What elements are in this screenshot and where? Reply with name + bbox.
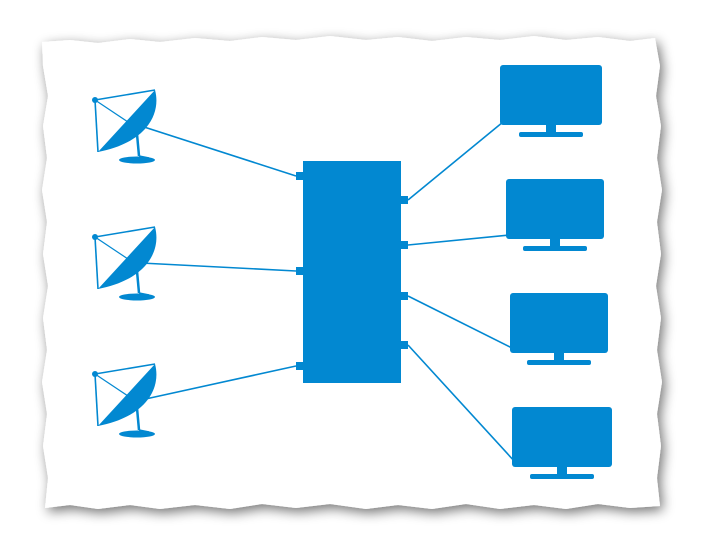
monitor-stand bbox=[527, 360, 591, 365]
connection-line bbox=[140, 125, 297, 177]
monitor-icon bbox=[500, 65, 602, 137]
monitor-stand bbox=[530, 474, 594, 479]
feed-horn bbox=[92, 97, 98, 103]
monitor-stand bbox=[523, 246, 587, 251]
monitor-neck bbox=[546, 125, 556, 133]
dish-arm bbox=[94, 236, 99, 290]
central-unit-group bbox=[296, 161, 408, 383]
monitor-screen bbox=[500, 65, 602, 125]
feed-horn bbox=[92, 234, 98, 240]
monitor-neck bbox=[554, 353, 564, 361]
dish-base bbox=[119, 293, 155, 301]
multiswitch-box bbox=[303, 161, 401, 383]
dish-arm bbox=[94, 363, 156, 375]
monitor-icon bbox=[510, 293, 608, 365]
connection-line bbox=[140, 365, 297, 401]
satellite-dish-icon bbox=[92, 89, 157, 164]
connection-lines bbox=[140, 121, 517, 464]
dish-mast bbox=[135, 270, 141, 294]
connection-line bbox=[140, 262, 297, 272]
output-port-4 bbox=[400, 341, 408, 349]
monitor-screen bbox=[512, 407, 612, 467]
connection-line bbox=[407, 344, 517, 464]
satellite-dishes-group bbox=[92, 89, 157, 438]
monitor-screen bbox=[510, 293, 608, 353]
satellite-dish-icon bbox=[92, 226, 157, 301]
dish-mast bbox=[135, 407, 141, 431]
monitor-neck bbox=[557, 467, 567, 475]
dish-bowl bbox=[98, 227, 157, 289]
connection-line bbox=[407, 121, 504, 201]
dish-arm bbox=[94, 226, 156, 238]
output-port-1 bbox=[400, 196, 408, 204]
dish-arm bbox=[94, 373, 99, 427]
input-port-1 bbox=[296, 172, 304, 180]
dish-bowl bbox=[98, 364, 157, 426]
connection-line bbox=[407, 234, 511, 246]
connection-line bbox=[407, 295, 513, 349]
monitor-icon bbox=[506, 179, 604, 251]
monitor-neck bbox=[550, 239, 560, 247]
input-port-2 bbox=[296, 267, 304, 275]
output-port-2 bbox=[400, 241, 408, 249]
monitors-group bbox=[500, 65, 612, 479]
dish-base bbox=[119, 156, 155, 164]
dish-base bbox=[119, 430, 155, 438]
dish-mast bbox=[135, 133, 141, 157]
dish-arm bbox=[94, 89, 156, 101]
dish-arm bbox=[94, 99, 99, 153]
monitor-icon bbox=[512, 407, 612, 479]
input-port-3 bbox=[296, 362, 304, 370]
monitor-stand bbox=[519, 132, 583, 137]
satellite-dish-icon bbox=[92, 363, 157, 438]
feed-horn bbox=[92, 371, 98, 377]
output-port-3 bbox=[400, 292, 408, 300]
monitor-screen bbox=[506, 179, 604, 239]
dish-bowl bbox=[98, 90, 157, 152]
